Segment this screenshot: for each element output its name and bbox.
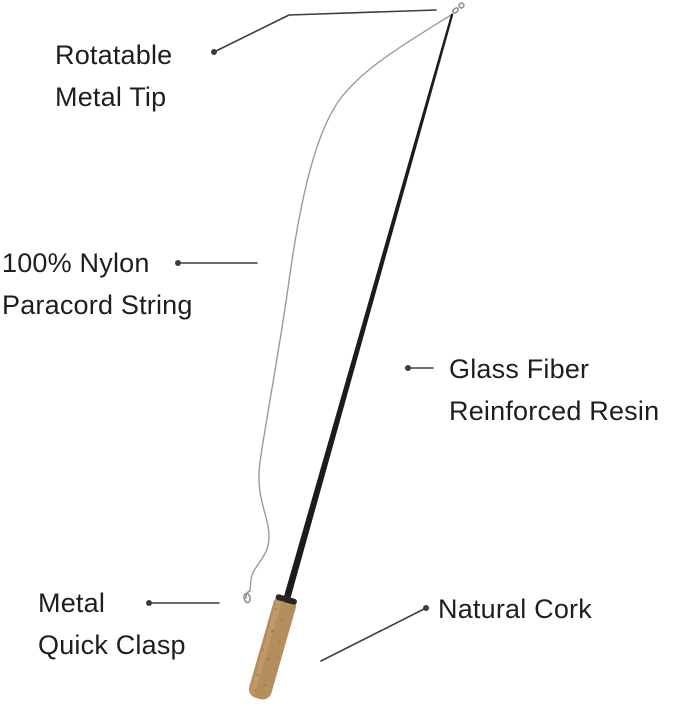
label-line: Natural Cork [438, 594, 592, 624]
cork-handle [248, 594, 297, 700]
label-line: 100% Nylon [2, 248, 150, 278]
rotatable-metal-tip-hardware [451, 2, 465, 14]
label-metal-quick-clasp: Metal Quick Clasp [38, 582, 186, 666]
label-line: Glass Fiber [449, 354, 590, 384]
tip-swivel-body [451, 7, 460, 14]
cork-speckles [254, 600, 293, 692]
leader-dot [423, 605, 429, 611]
label-glass-fiber: Glass Fiber Reinforced Resin [449, 348, 659, 432]
label-rotatable-metal-tip: Rotatable Metal Tip [55, 34, 172, 118]
leader-line [320, 608, 425, 662]
label-line: Metal Tip [55, 82, 167, 112]
quick-clasp-hardware [243, 590, 251, 604]
leader-dot [146, 600, 152, 606]
label-line: Metal [38, 588, 106, 618]
tip-swivel-ring [458, 2, 465, 9]
rod-blank [283, 13, 454, 598]
label-line: Rotatable [55, 40, 173, 70]
label-line: Paracord String [2, 290, 193, 320]
label-line: Quick Clasp [38, 630, 186, 660]
label-natural-cork: Natural Cork [438, 588, 592, 630]
leader-line [215, 9, 437, 52]
cork-collar [275, 594, 297, 605]
leader-dot [211, 49, 217, 55]
label-paracord-string: 100% Nylon Paracord String [2, 242, 193, 326]
leader-dot [405, 365, 411, 371]
paracord-string [249, 14, 452, 592]
leader-glass-fiber [405, 365, 434, 371]
label-line: Reinforced Resin [449, 396, 660, 426]
leader-natural-cork [320, 605, 429, 662]
leader-dot [175, 260, 181, 266]
clasp-ring [243, 592, 251, 604]
cork-highlight [250, 597, 282, 695]
leader-rotatable-metal-tip [211, 9, 437, 55]
leader-paracord [175, 260, 258, 266]
leader-quick-clasp [146, 600, 220, 606]
